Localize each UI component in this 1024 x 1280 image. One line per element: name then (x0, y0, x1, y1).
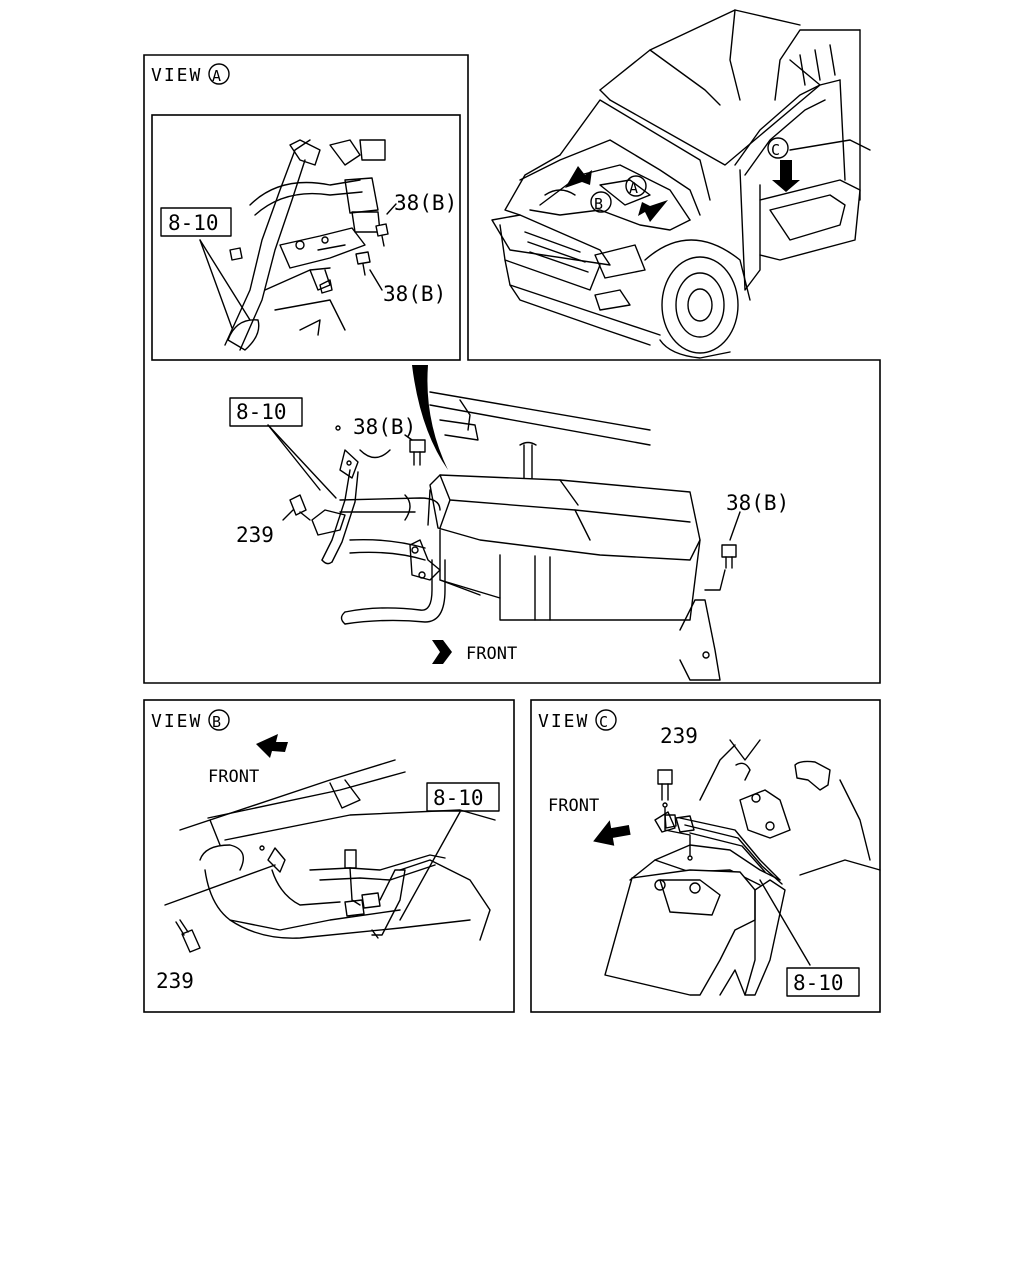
marker-a-icon (625, 175, 647, 197)
view-b-title: VIEW (151, 711, 202, 732)
view-c-frame (530, 699, 881, 1013)
view-a-bolt-lower-callout: 38(B) (383, 282, 446, 306)
upper-panel-frame (143, 54, 881, 684)
view-c-harness-callout-box (786, 967, 860, 997)
marker-a-letter: A (629, 179, 638, 197)
main-detail (267, 391, 741, 681)
view-a-harness-callout: 8-10 (168, 211, 219, 235)
arrow-b-icon (565, 166, 592, 188)
view-c-letter: C (599, 713, 608, 731)
pointer-wedge (412, 365, 448, 470)
view-a-inset-drawing (199, 139, 397, 351)
view-a-harness-callout-box (160, 207, 232, 237)
view-a-panel: VIEW A (151, 63, 457, 351)
main-front-label: FRONT (466, 644, 517, 664)
main-harness-callout-box (229, 397, 303, 427)
view-c-title: VIEW (538, 711, 589, 732)
arrow-a-icon (638, 200, 668, 222)
view-b-front-label: FRONT (208, 767, 259, 787)
arrow-c-icon (772, 160, 800, 192)
view-a-letter: A (212, 67, 221, 85)
main-bolt-right-callout: 38(B) (726, 491, 789, 515)
view-b-circle-icon (208, 709, 230, 731)
vehicle-overview: A B C (491, 9, 871, 359)
view-c-bolt-callout: 239 (660, 724, 698, 748)
view-b-letter: B (212, 713, 221, 731)
view-a-title: VIEW (151, 65, 202, 86)
marker-c-letter: C (771, 141, 780, 159)
main-bolt-top-callout: 38(B) (353, 415, 416, 439)
view-b-frame (143, 699, 515, 1013)
view-b-bolt-callout: 239 (156, 969, 194, 993)
view-b-harness-callout: 8-10 (433, 786, 484, 810)
view-c-front-label: FRONT (548, 796, 599, 816)
main-bolt-left-callout: 239 (236, 523, 274, 547)
view-b-panel: VIEW B (151, 709, 496, 953)
marker-b-icon (590, 191, 612, 213)
main-front-arrow-icon (432, 640, 452, 664)
main-harness-callout: 8-10 (236, 400, 287, 424)
view-c-harness-callout: 8-10 (793, 971, 844, 995)
view-a-bolt-upper-callout: 38(B) (394, 191, 457, 215)
view-c-front-arrow-icon (593, 820, 631, 846)
view-a-circle-icon (208, 63, 230, 85)
marker-b-letter: B (594, 195, 603, 213)
view-b-harness-callout-box (426, 782, 500, 812)
view-c-circle-icon (595, 709, 617, 731)
view-b-front-arrow-icon (256, 734, 288, 758)
view-a-inset-frame (151, 114, 461, 361)
view-c-panel: VIEW C (538, 709, 881, 996)
marker-c-icon (767, 137, 789, 159)
